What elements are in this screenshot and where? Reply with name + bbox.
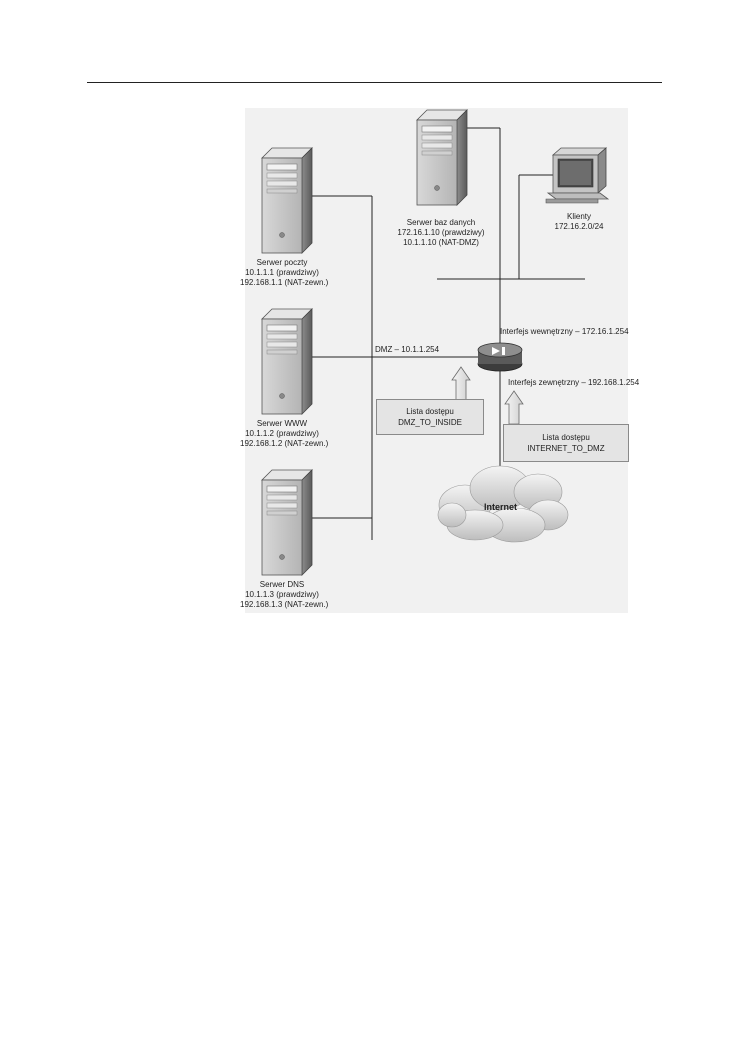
dns-server-icon [261, 469, 313, 576]
mail-server-name: Serwer poczty [256, 258, 308, 267]
dns-server-name: Serwer DNS [259, 580, 305, 589]
dns-server-nat-ip: 192.168.1.3 (NAT-zewn.) [240, 600, 329, 609]
www-server-label: Serwer WWW 10.1.1.2 (prawdziwy) 192.168.… [240, 419, 329, 449]
acl-internet-title: Lista dostępu [542, 433, 590, 442]
clients-network: 172.16.2.0/24 [554, 222, 604, 231]
mail-server-icon [261, 147, 313, 254]
database-server-name: Serwer baz danych [406, 218, 476, 227]
acl-dmz-name: DMZ_TO_INSIDE [398, 418, 462, 427]
database-server-real-ip: 172.16.1.10 (prawdziwy) [397, 228, 485, 237]
mail-server-label: Serwer poczty 10.1.1.1 (prawdziwy) 192.1… [240, 258, 329, 288]
www-server-nat-ip: 192.168.1.2 (NAT-zewn.) [240, 439, 329, 448]
mail-server-nat-ip: 192.168.1.1 (NAT-zewn.) [240, 278, 329, 287]
clients-label: Klienty 172.16.2.0/24 [546, 212, 612, 232]
database-server-label: Serwer baz danych 172.16.1.10 (prawdziwy… [393, 218, 489, 248]
www-server-name: Serwer WWW [256, 419, 308, 428]
internet-label: Internet [484, 502, 518, 512]
network-links [312, 127, 585, 540]
database-server-icon [416, 109, 468, 206]
dmz-interface-label: DMZ – 10.1.1.254 [375, 345, 440, 354]
mail-server-real-ip: 10.1.1.1 (prawdziwy) [245, 268, 319, 277]
www-server-real-ip: 10.1.1.2 (prawdziwy) [245, 429, 319, 438]
header-rule [87, 82, 662, 83]
acl-arrow-dmz [451, 366, 471, 401]
router-icon [477, 342, 523, 372]
internet-cloud-icon [437, 465, 569, 543]
inside-interface-label: Interfejs wewnętrzny – 172.16.1.254 [500, 327, 629, 336]
acl-arrow-internet [504, 390, 524, 425]
acl-internet-name: INTERNET_TO_DMZ [527, 444, 605, 453]
dns-server-label: Serwer DNS 10.1.1.3 (prawdziwy) 192.168.… [240, 580, 329, 610]
acl-box-internet-to-dmz: Lista dostępu INTERNET_TO_DMZ [503, 424, 629, 462]
database-server-nat-ip: 10.1.1.10 (NAT-DMZ) [403, 238, 479, 247]
dns-server-real-ip: 10.1.1.3 (prawdziwy) [245, 590, 319, 599]
acl-dmz-title: Lista dostępu [406, 407, 454, 416]
acl-box-dmz-to-inside: Lista dostępu DMZ_TO_INSIDE [376, 399, 484, 435]
client-computer-icon [545, 147, 610, 204]
www-server-icon [261, 308, 313, 415]
clients-name: Klienty [566, 212, 591, 221]
outside-interface-label: Interfejs zewnętrzny – 192.168.1.254 [508, 378, 640, 387]
